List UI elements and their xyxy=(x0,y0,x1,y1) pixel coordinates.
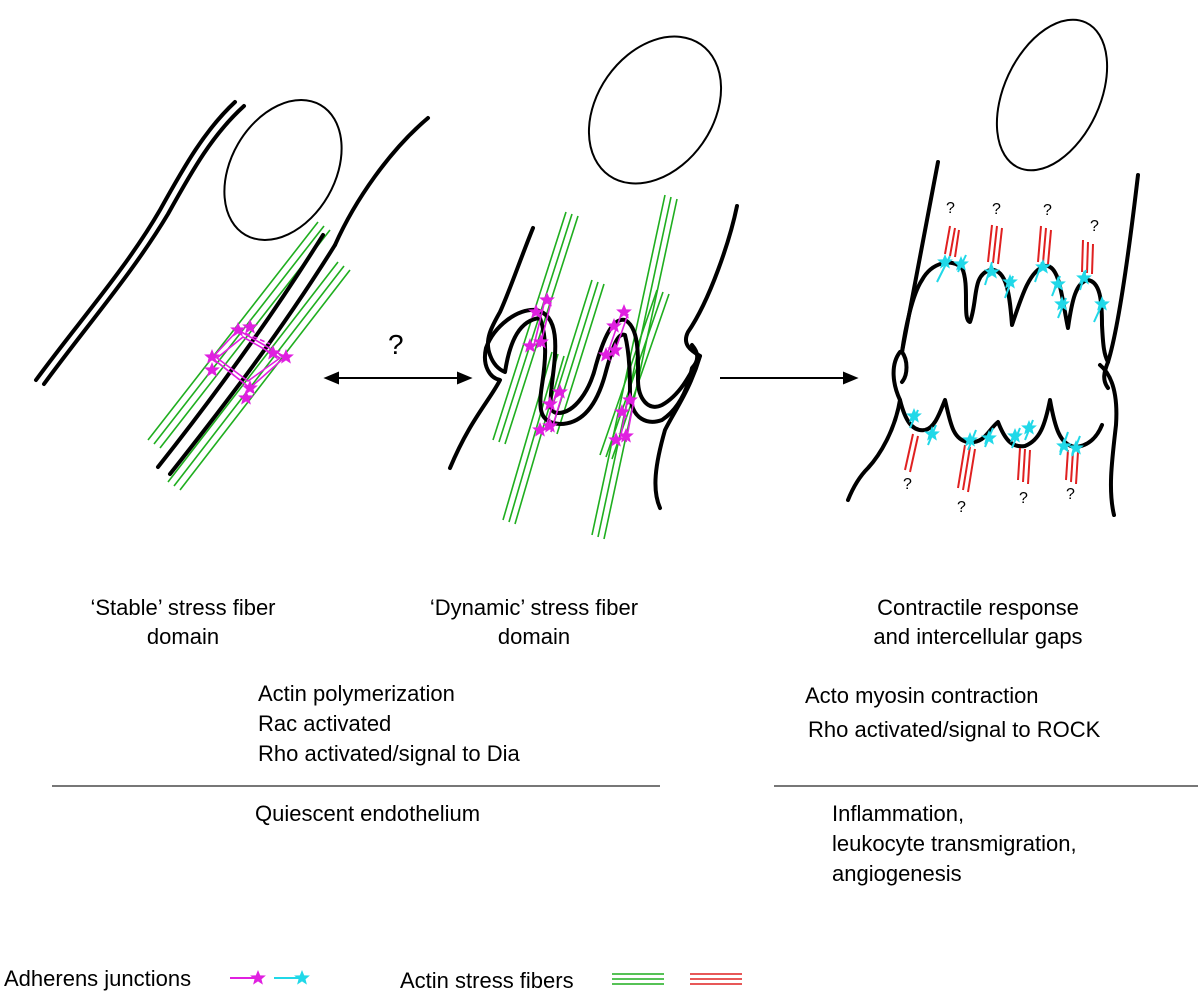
membrane-junction-stable xyxy=(156,116,430,476)
divider-right xyxy=(774,785,1198,787)
caption-contractile: Contractile response and intercellular g… xyxy=(838,593,1118,651)
outcome-right-item: angiogenesis xyxy=(832,861,962,886)
panel-contractile xyxy=(846,18,1140,517)
stress-fibers-contractile-upper xyxy=(944,224,1094,275)
mechanism-right-item: Acto myosin contraction xyxy=(805,683,1039,708)
arrow-forward xyxy=(720,371,859,385)
mechanism-left-item: Actin polymerization xyxy=(258,681,455,706)
mechanism-left-item: Rho activated/signal to Dia xyxy=(258,741,520,766)
caption-dynamic: ‘Dynamic’ stress fiber domain xyxy=(400,593,668,651)
panel-dynamic xyxy=(448,35,739,540)
outcome-right-item: leukocyte transmigration, xyxy=(832,831,1077,856)
caption-stable: ‘Stable’ stress fiber domain xyxy=(48,593,318,651)
mechanisms-right: Acto myosin contraction Rho activated/si… xyxy=(805,679,1100,747)
mechanism-left-item: Rac activated xyxy=(258,711,392,736)
stress-fibers-contractile-lower xyxy=(904,433,1079,493)
adherens-junctions-stable xyxy=(204,319,294,405)
arrow-bidirectional xyxy=(323,371,473,385)
caption-stable-line1: ‘Stable’ stress fiber xyxy=(90,595,276,620)
legend-swatch-fibers-green xyxy=(612,973,664,985)
caption-dynamic-line2: domain xyxy=(497,624,571,649)
membrane-upper-cell xyxy=(900,160,1140,364)
legend-swatch-adherens-magenta xyxy=(230,970,266,985)
membrane-dynamic xyxy=(448,204,739,510)
caption-dynamic-line1: ‘Dynamic’ stress fiber xyxy=(429,595,639,620)
nucleus-contractile xyxy=(995,18,1109,172)
question-mark-transition: ? xyxy=(388,329,404,360)
caption-contractile-line1: Contractile response xyxy=(877,595,1079,620)
question-mark-lower-2: ? xyxy=(957,499,966,516)
caption-stable-line2: domain xyxy=(146,624,220,649)
membrane-lower-cell xyxy=(846,350,1119,517)
question-mark-lower-3: ? xyxy=(1019,490,1028,507)
panel-stable xyxy=(34,99,430,491)
membrane-left-cell-stable xyxy=(34,100,246,386)
nucleus-stable xyxy=(223,99,343,241)
caption-contractile-line2: and intercellular gaps xyxy=(873,624,1083,649)
outcome-left: Quiescent endothelium xyxy=(255,801,481,826)
legend-swatch-fibers-red xyxy=(690,973,742,985)
question-mark-lower-4: ? xyxy=(1066,486,1075,503)
mechanisms-left: Actin polymerization Rac activated Rho a… xyxy=(258,679,520,769)
question-mark-upper-3: ? xyxy=(1043,202,1052,219)
legend-adherens-label: Adherens junctions xyxy=(4,966,192,991)
outcome-right-item: Inflammation, xyxy=(832,801,965,826)
question-mark-lower-1: ? xyxy=(903,476,912,493)
outcome-right: Inflammation, leukocyte transmigration, … xyxy=(832,799,1077,889)
legend-stress-fibers-label: Actin stress fibers xyxy=(400,968,574,993)
question-mark-upper-1: ? xyxy=(946,200,955,217)
nucleus-dynamic xyxy=(587,35,723,185)
adherens-junctions-dynamic xyxy=(522,292,638,447)
question-mark-upper-4: ? xyxy=(1090,218,1099,235)
adherens-junctions-contractile xyxy=(906,254,1110,457)
legend-swatch-adherens-cyan xyxy=(274,970,310,985)
divider-left xyxy=(52,785,660,787)
stress-fibers-dynamic xyxy=(492,194,678,540)
stress-fibers-stable xyxy=(147,221,351,491)
question-mark-upper-2: ? xyxy=(992,201,1001,218)
mechanism-right-item: Rho activated/signal to ROCK xyxy=(808,717,1101,742)
